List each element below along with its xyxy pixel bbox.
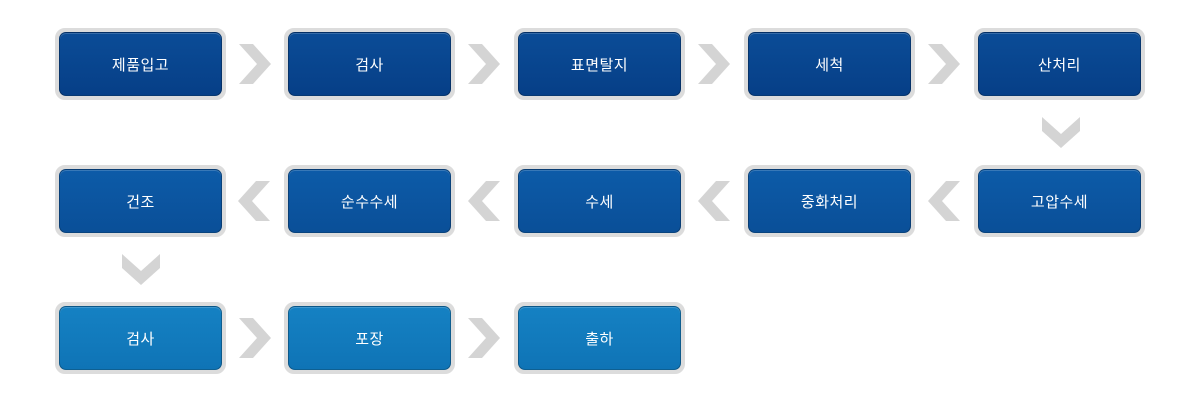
step-label: 순수수세 bbox=[288, 169, 451, 233]
step-label: 검사 bbox=[288, 32, 451, 96]
chevron-down-icon bbox=[121, 252, 161, 286]
step-label: 검사 bbox=[59, 306, 222, 370]
step-washing: 세척 bbox=[744, 28, 915, 100]
step-pure-water-rinse: 순수수세 bbox=[284, 165, 455, 237]
step-water-rinse: 수세 bbox=[514, 165, 685, 237]
step-product-receiving: 제품입고 bbox=[55, 28, 226, 100]
step-label: 건조 bbox=[59, 169, 222, 233]
chevron-left-icon bbox=[696, 179, 732, 223]
chevron-right-icon bbox=[237, 316, 273, 360]
step-shipping: 출하 bbox=[514, 302, 685, 374]
chevron-left-icon bbox=[236, 179, 272, 223]
step-inspection: 검사 bbox=[284, 28, 455, 100]
chevron-right-icon bbox=[466, 42, 502, 86]
step-label: 산처리 bbox=[978, 32, 1141, 96]
step-final-inspection: 검사 bbox=[55, 302, 226, 374]
step-label: 제품입고 bbox=[59, 32, 222, 96]
chevron-right-icon bbox=[466, 316, 502, 360]
step-high-pressure-rinse: 고압수세 bbox=[974, 165, 1145, 237]
step-label: 포장 bbox=[288, 306, 451, 370]
chevron-right-icon bbox=[926, 42, 962, 86]
step-neutralization: 중화처리 bbox=[744, 165, 915, 237]
step-label: 세척 bbox=[748, 32, 911, 96]
step-label: 고압수세 bbox=[978, 169, 1141, 233]
chevron-left-icon bbox=[466, 179, 502, 223]
step-drying: 건조 bbox=[55, 165, 226, 237]
chevron-down-icon bbox=[1041, 115, 1081, 149]
step-packaging: 포장 bbox=[284, 302, 455, 374]
step-acid-treatment: 산처리 bbox=[974, 28, 1145, 100]
step-label: 수세 bbox=[518, 169, 681, 233]
step-label: 표면탈지 bbox=[518, 32, 681, 96]
step-label: 중화처리 bbox=[748, 169, 911, 233]
chevron-right-icon bbox=[696, 42, 732, 86]
step-label: 출하 bbox=[518, 306, 681, 370]
step-surface-degreasing: 표면탈지 bbox=[514, 28, 685, 100]
chevron-right-icon bbox=[237, 42, 273, 86]
chevron-left-icon bbox=[926, 179, 962, 223]
